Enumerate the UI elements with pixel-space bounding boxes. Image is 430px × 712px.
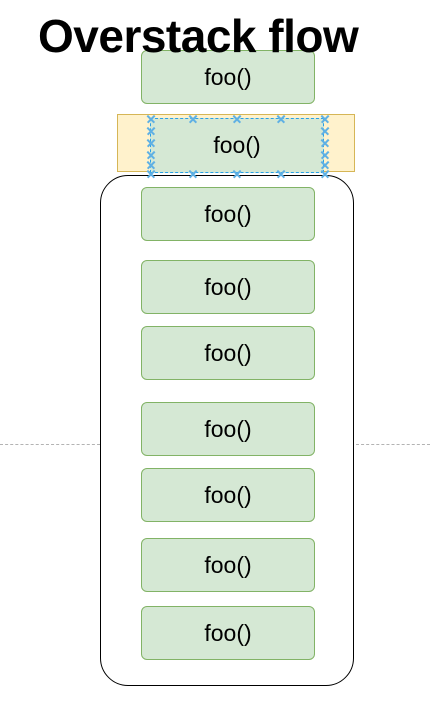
stack-frame-label: foo() xyxy=(204,619,252,646)
stack-frame-overflow[interactable]: foo() xyxy=(141,50,315,104)
overflow-threshold-line-left xyxy=(0,444,100,445)
stack-frame-label: foo() xyxy=(204,551,252,578)
stack-frame[interactable]: foo() xyxy=(141,538,315,592)
stack-frame-label: foo() xyxy=(204,200,252,227)
stack-frame-selected[interactable]: foo() xyxy=(150,118,324,173)
stack-frame[interactable]: foo() xyxy=(141,260,315,314)
stack-frame[interactable]: foo() xyxy=(141,606,315,660)
stack-frame[interactable]: foo() xyxy=(141,402,315,456)
diagram-title: Overstack flow xyxy=(38,10,359,62)
stack-frame-label: foo() xyxy=(204,63,252,90)
stack-frame[interactable]: foo() xyxy=(141,326,315,380)
stack-frame-label: foo() xyxy=(204,339,252,366)
stack-frame-label: foo() xyxy=(204,481,252,508)
overflow-threshold-line-right xyxy=(356,444,430,445)
stack-frame-label: foo() xyxy=(204,273,252,300)
stack-frame-label: foo() xyxy=(204,415,252,442)
stack-frame[interactable]: foo() xyxy=(141,187,315,241)
stack-frame-label: foo() xyxy=(213,132,261,158)
stack-frame[interactable]: foo() xyxy=(141,468,315,522)
